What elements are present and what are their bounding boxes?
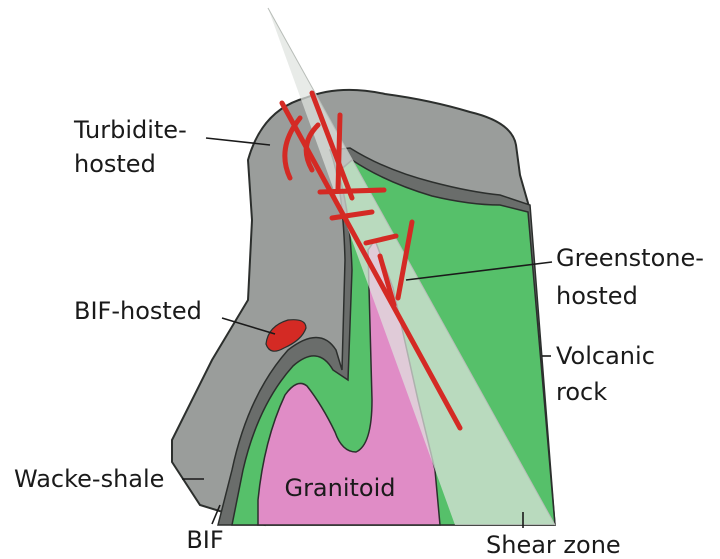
label-bif-hosted: BIF-hosted — [74, 297, 202, 325]
label-greenstone-hosted-line2: hosted — [556, 282, 638, 310]
label-wacke-shale: Wacke-shale — [14, 465, 164, 493]
label-turbidite-hosted-line2: hosted — [74, 150, 156, 178]
label-bif: BIF — [186, 526, 223, 554]
label-volcanic-rock-line1: Volcanic — [556, 342, 655, 370]
label-volcanic-rock-line2: rock — [556, 378, 607, 406]
label-turbidite-hosted-line1: Turbidite- — [73, 116, 187, 144]
label-granitoid: Granitoid — [284, 474, 395, 502]
upper-vertical-vein — [338, 115, 340, 190]
cross-vein-1 — [320, 190, 384, 192]
label-shear-zone: Shear zone — [486, 531, 621, 559]
label-greenstone-hosted-line1: Greenstone- — [556, 244, 704, 272]
